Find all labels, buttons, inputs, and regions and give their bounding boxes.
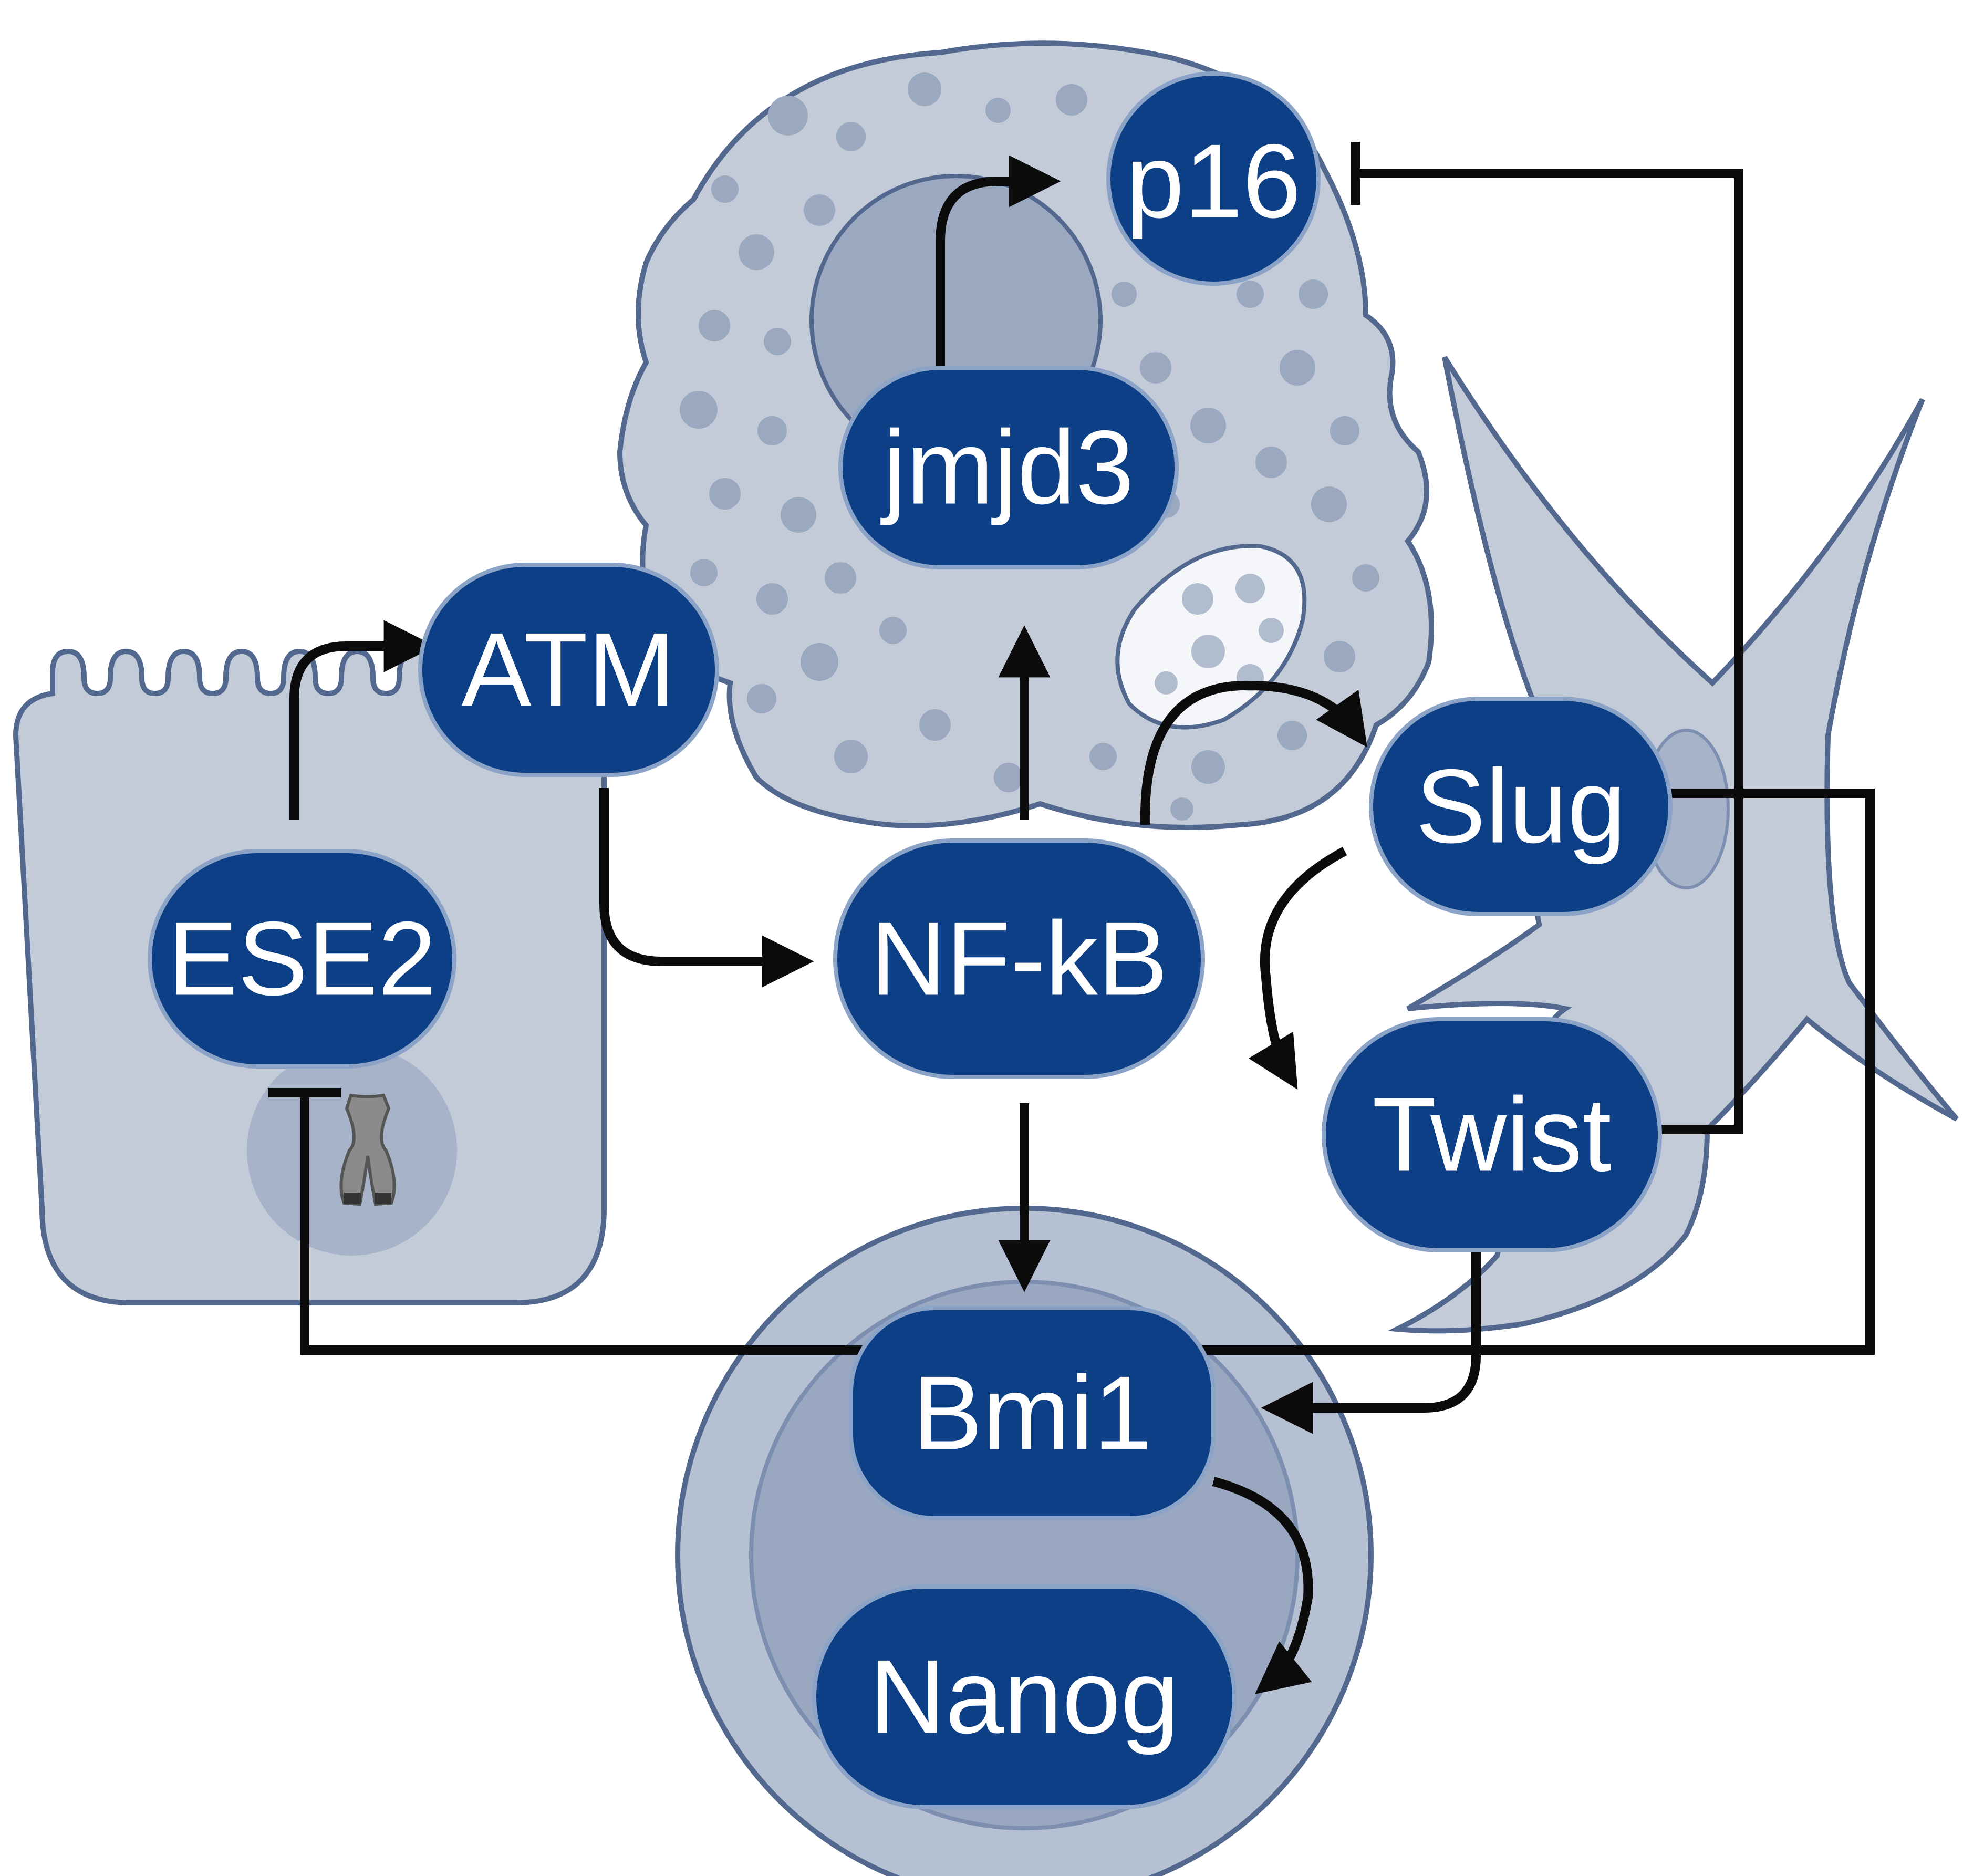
granule-24 <box>1311 486 1347 522</box>
granule-18 <box>919 709 951 741</box>
granule-29 <box>1299 279 1328 309</box>
node-bmi1-label: Bmi1 <box>912 1355 1152 1472</box>
granule-8 <box>764 328 791 355</box>
granule-23 <box>1352 564 1379 592</box>
node-nanog-label: Nanog <box>869 1639 1179 1756</box>
granule-28 <box>1237 281 1264 308</box>
chromosome-icon <box>339 1093 396 1206</box>
node-atm[interactable]: ATM <box>418 563 719 777</box>
vacuole-granules <box>1155 574 1284 695</box>
vacuole-granule-2 <box>1259 618 1284 643</box>
granule-37 <box>879 617 907 644</box>
node-slug[interactable]: Slug <box>1369 697 1673 916</box>
granule-21 <box>1277 721 1307 750</box>
node-p16-label: p16 <box>1126 123 1301 240</box>
granule-16 <box>747 684 776 713</box>
edge-nfkb-slug <box>1140 680 1367 825</box>
node-jmjd3-label: jmjd3 <box>880 409 1134 526</box>
edge-twist-p16-inhibit <box>1355 169 1743 1134</box>
granule-11 <box>709 478 741 510</box>
granule-35 <box>825 562 856 594</box>
granule-19 <box>1089 743 1117 770</box>
vacuole-granule-3 <box>1191 635 1225 668</box>
granule-32 <box>1112 282 1137 307</box>
granule-17 <box>834 740 868 773</box>
granule-6 <box>739 234 774 270</box>
granule-25 <box>1255 447 1287 478</box>
granule-4 <box>1056 84 1087 116</box>
granule-13 <box>690 559 718 586</box>
granule-7 <box>699 310 730 341</box>
node-nfkb-label: NF-kB <box>870 900 1168 1018</box>
node-jmjd3[interactable]: jmjd3 <box>838 366 1179 569</box>
senescent-granules <box>680 72 1379 821</box>
granule-27 <box>1280 350 1315 386</box>
granule-0 <box>768 96 808 136</box>
node-twist[interactable]: Twist <box>1322 1017 1662 1252</box>
granule-20 <box>1191 750 1225 784</box>
vacuole-granule-0 <box>1182 583 1213 615</box>
granule-12 <box>781 497 816 533</box>
granule-15 <box>801 643 838 681</box>
granule-22 <box>1324 641 1355 672</box>
granule-40 <box>1170 797 1193 821</box>
node-ese2-label: ESE2 <box>168 900 436 1018</box>
granule-30 <box>1140 352 1171 384</box>
node-nfkb[interactable]: NF-kB <box>833 838 1205 1079</box>
edge-ese2-atm <box>289 620 436 820</box>
granule-1 <box>836 122 866 151</box>
vacuole-granule-1 <box>1235 574 1265 603</box>
granule-31 <box>1190 408 1226 443</box>
node-ese2[interactable]: ESE2 <box>148 849 456 1069</box>
edge-jmjd3-p16 <box>936 155 1061 370</box>
node-p16[interactable]: p16 <box>1106 71 1321 286</box>
granule-10 <box>757 416 787 445</box>
granule-5 <box>804 194 835 226</box>
granule-14 <box>756 583 788 615</box>
vacuole-granule-4 <box>1155 671 1178 695</box>
granule-36 <box>870 282 895 307</box>
granule-26 <box>1330 416 1359 445</box>
node-bmi1[interactable]: Bmi1 <box>849 1306 1216 1520</box>
edge-slug-ese2-inhibit <box>300 789 1875 1355</box>
edge-twist-bmi1 <box>1261 1250 1481 1434</box>
edges <box>268 142 1875 1694</box>
node-twist-label: Twist <box>1372 1076 1612 1194</box>
edge-bmi1-nanog <box>1212 1477 1313 1694</box>
node-slug-label: Slug <box>1416 748 1626 865</box>
edge-slug-twist <box>1249 847 1347 1090</box>
granule-9 <box>680 391 718 429</box>
granule-39 <box>711 175 739 203</box>
granule-3 <box>985 98 1011 123</box>
node-nanog[interactable]: Nanog <box>812 1584 1237 1809</box>
granule-2 <box>908 72 941 106</box>
edge-atm-nfkb <box>599 788 814 988</box>
node-atm-label: ATM <box>461 611 675 729</box>
granule-41 <box>994 763 1023 792</box>
